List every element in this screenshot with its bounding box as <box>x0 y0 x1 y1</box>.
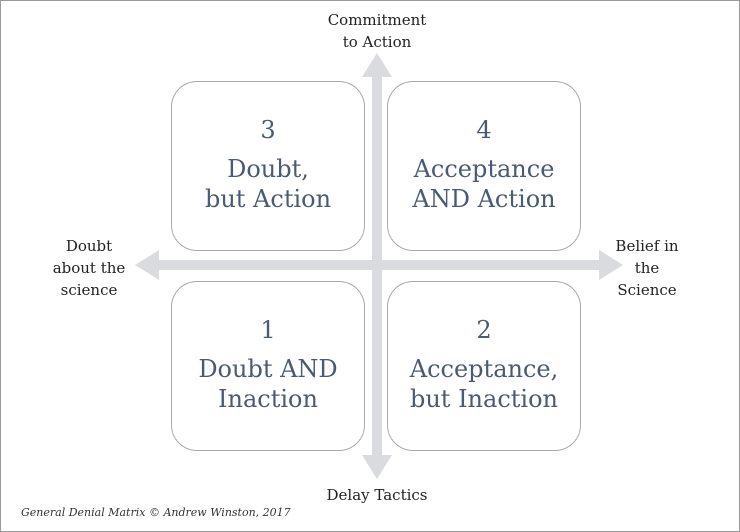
quadrant-3: 3 Doubt, but Action <box>171 81 365 251</box>
quadrant-4-number: 4 <box>476 116 492 144</box>
quadrant-4-label: Acceptance AND Action <box>412 155 556 213</box>
quadrant-2-number: 2 <box>476 316 492 344</box>
credit-line: General Denial Matrix © Andrew Winston, … <box>21 506 291 519</box>
quadrant-1-label: Doubt AND Inaction <box>198 355 338 413</box>
arrow-up-head <box>362 53 392 77</box>
quadrant-2: 2 Acceptance, but Inaction <box>387 281 581 451</box>
quadrant-2-label: Acceptance, but Inaction <box>409 355 559 413</box>
arrow-left-head <box>135 250 159 280</box>
axis-label-top: Commitment to Action <box>327 11 427 51</box>
quadrant-3-number: 3 <box>260 116 276 144</box>
arrow-right-head <box>599 250 623 280</box>
axis-label-right: Belief in the Science <box>615 237 679 299</box>
arrow-down-head <box>362 455 392 479</box>
axis-label-left: Doubt about the science <box>52 237 126 299</box>
horizontal-axis-shaft <box>153 260 603 270</box>
axis-label-bottom: Delay Tactics <box>326 486 428 504</box>
quadrant-3-label: Doubt, but Action <box>204 155 332 213</box>
quadrant-4: 4 Acceptance AND Action <box>387 81 581 251</box>
quadrant-1: 1 Doubt AND Inaction <box>171 281 365 451</box>
quadrant-1-number: 1 <box>260 316 276 344</box>
